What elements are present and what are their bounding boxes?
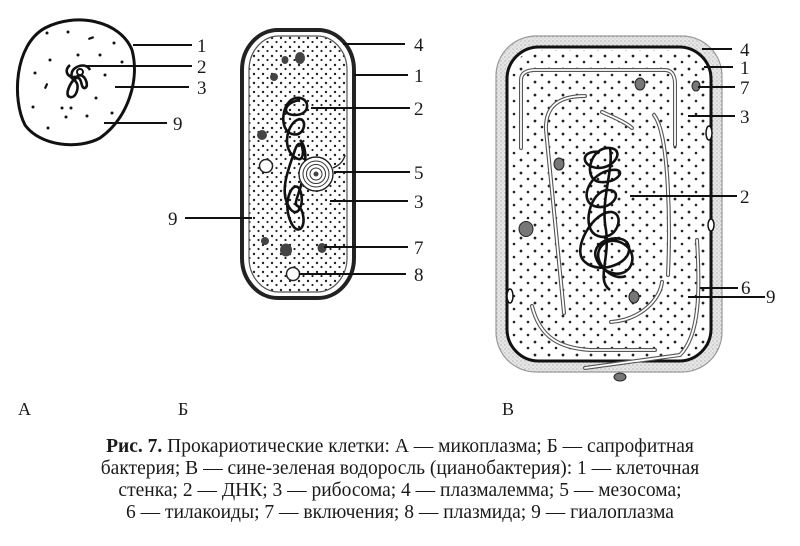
caption-line-3: стенка; 2 — ДНК; 3 — рибосома; 4 — плазм… — [118, 480, 682, 501]
bacterium-plasmid-lower — [285, 266, 301, 282]
callout-8: 8 — [414, 265, 424, 286]
callout-4: 4 — [740, 40, 750, 61]
callout-2: 2 — [197, 57, 207, 78]
callout-2: 2 — [740, 187, 750, 208]
cyanobacterium-dna — [579, 146, 634, 292]
cell-mycoplasma: 1 2 3 9 — [15, 18, 207, 147]
callout-3: 3 — [197, 78, 207, 99]
figure-caption: Рис. 7. Прокариотические клетки: А — мик… — [20, 436, 780, 524]
callout-6: 6 — [741, 278, 751, 299]
callout-7: 7 — [740, 78, 750, 99]
panel-label-v: В — [502, 399, 514, 419]
callout-3: 3 — [414, 192, 424, 213]
prokaryotic-cells-figure: 1 2 3 9 — [15, 18, 776, 419]
callout-1: 1 — [414, 66, 424, 87]
panel-label-a: А — [18, 399, 31, 419]
membrane-fold — [705, 125, 713, 141]
callout-9: 9 — [173, 114, 183, 135]
caption-line-2: бактерия; В — сине-зеленая водоросль (ци… — [100, 458, 700, 479]
mycoplasma-ribosomes — [31, 30, 124, 130]
callout-1: 1 — [740, 58, 750, 79]
callout-2: 2 — [414, 99, 424, 120]
bacterium-inclusions — [257, 52, 327, 257]
bacterium-plasmid-upper — [258, 158, 274, 174]
callout-9: 9 — [766, 287, 776, 308]
bacterium-dna — [282, 96, 309, 231]
panel-label-b: Б — [178, 399, 188, 419]
caption-line-4: 6 — тилакоиды; 7 — включения; 8 — плазми… — [126, 502, 674, 523]
caption-line-1: Рис. 7. Прокариотические клетки: А — мик… — [106, 436, 694, 457]
figure-number: Рис. 7. — [106, 436, 163, 457]
callout-5: 5 — [414, 163, 424, 184]
cell-saprophytic-bacterium: 4 1 2 5 3 9 7 8 — [168, 28, 424, 300]
cyanobacterium-thylakoids — [519, 68, 701, 370]
callout-7: 7 — [414, 238, 424, 259]
membrane-fold — [506, 288, 514, 304]
callout-1: 1 — [197, 36, 207, 57]
bacterium-plasmalemma — [248, 35, 348, 293]
bacterium-mesosome — [298, 154, 346, 192]
callout-9: 9 — [168, 209, 178, 230]
callout-4: 4 — [414, 35, 424, 56]
cyanobacterium-inclusions — [518, 77, 701, 382]
callout-3: 3 — [740, 107, 750, 128]
membrane-fold — [707, 218, 715, 232]
cell-cyanobacterium: 4 1 7 3 2 6 9 — [495, 35, 776, 382]
